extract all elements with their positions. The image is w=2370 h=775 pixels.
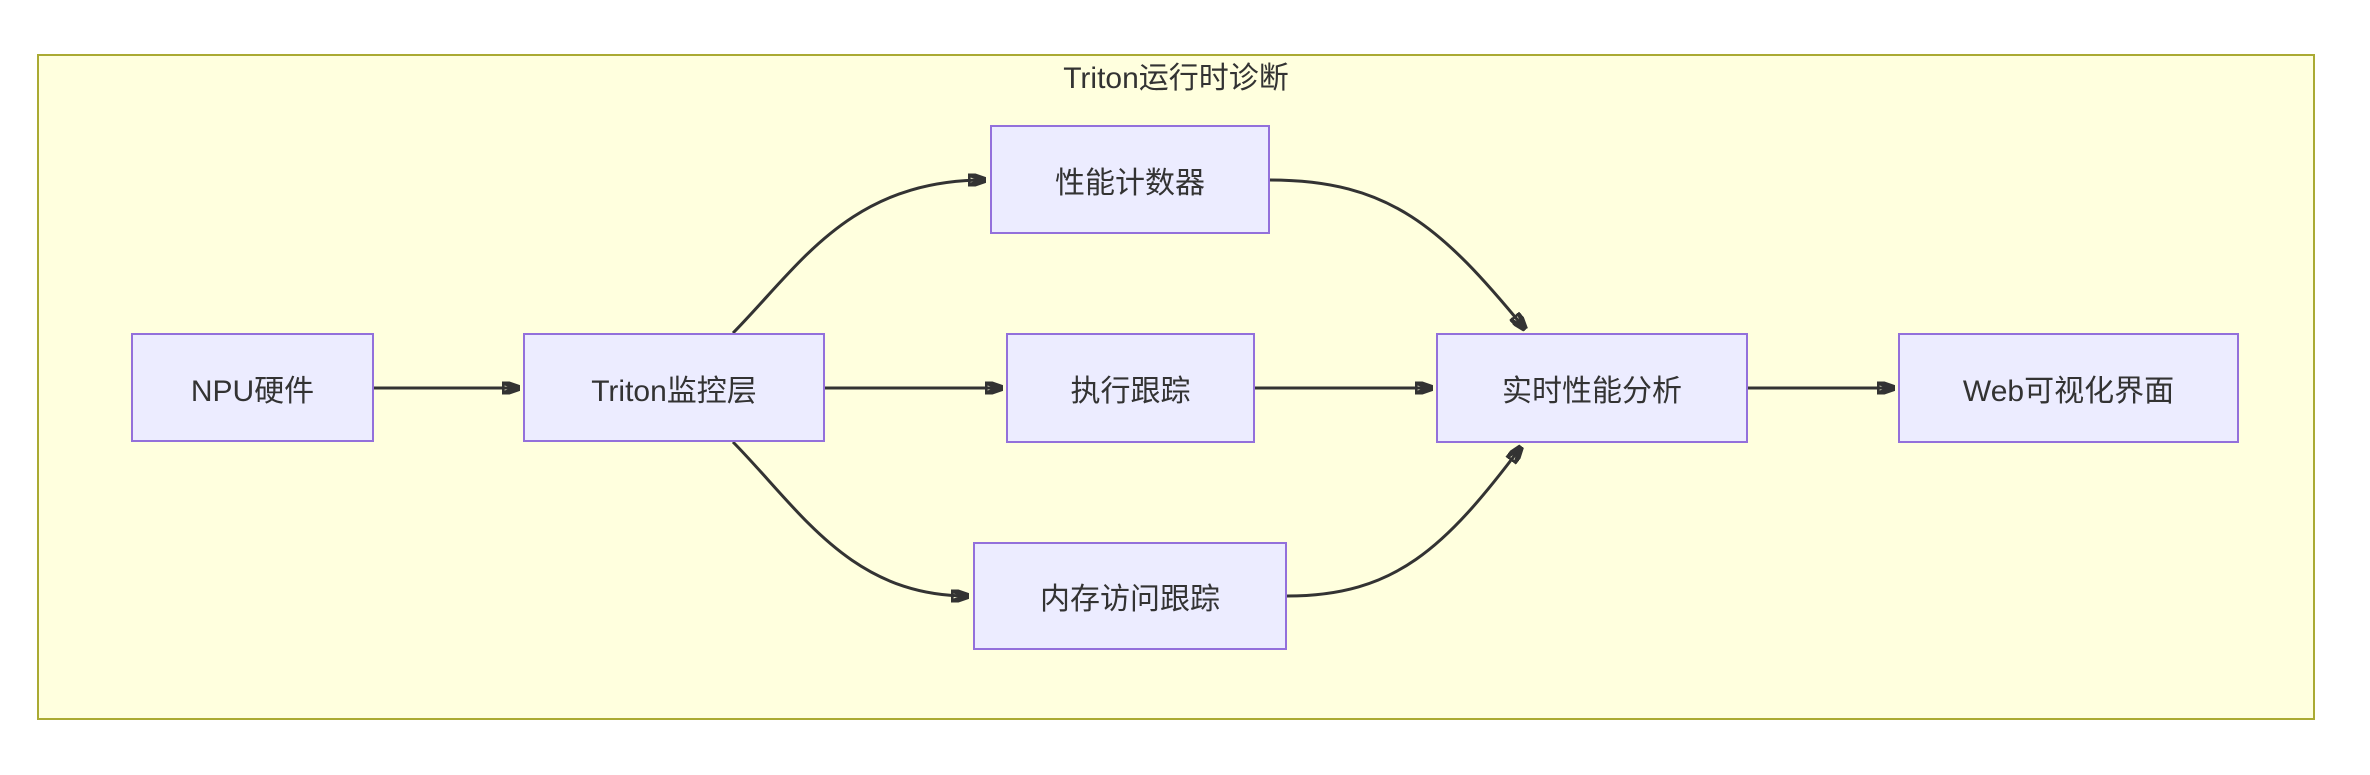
- node-label: 性能计数器: [1055, 166, 1205, 200]
- diagram-title: Triton运行时诊断: [1063, 62, 1289, 95]
- node-label: 执行跟踪: [1070, 375, 1191, 408]
- node-label: 实时性能分析: [1502, 375, 1682, 408]
- node-realtime-performance-analysis: 实时性能分析: [1436, 333, 1748, 443]
- node-triton-monitor-layer: Triton监控层: [523, 333, 825, 442]
- node-label: Web可视化界面: [1962, 375, 2175, 408]
- node-web-visualization-ui: Web可视化界面: [1898, 333, 2239, 443]
- node-performance-counter: 性能计数器: [990, 125, 1270, 234]
- node-memory-access-trace: 内存访问跟踪: [973, 542, 1287, 650]
- node-npu-hardware: NPU硬件: [131, 333, 374, 442]
- node-label: NPU硬件: [190, 374, 315, 408]
- node-label: 内存访问跟踪: [1040, 583, 1220, 616]
- node-execution-trace: 执行跟踪: [1006, 333, 1255, 443]
- node-label: Triton监控层: [591, 374, 757, 408]
